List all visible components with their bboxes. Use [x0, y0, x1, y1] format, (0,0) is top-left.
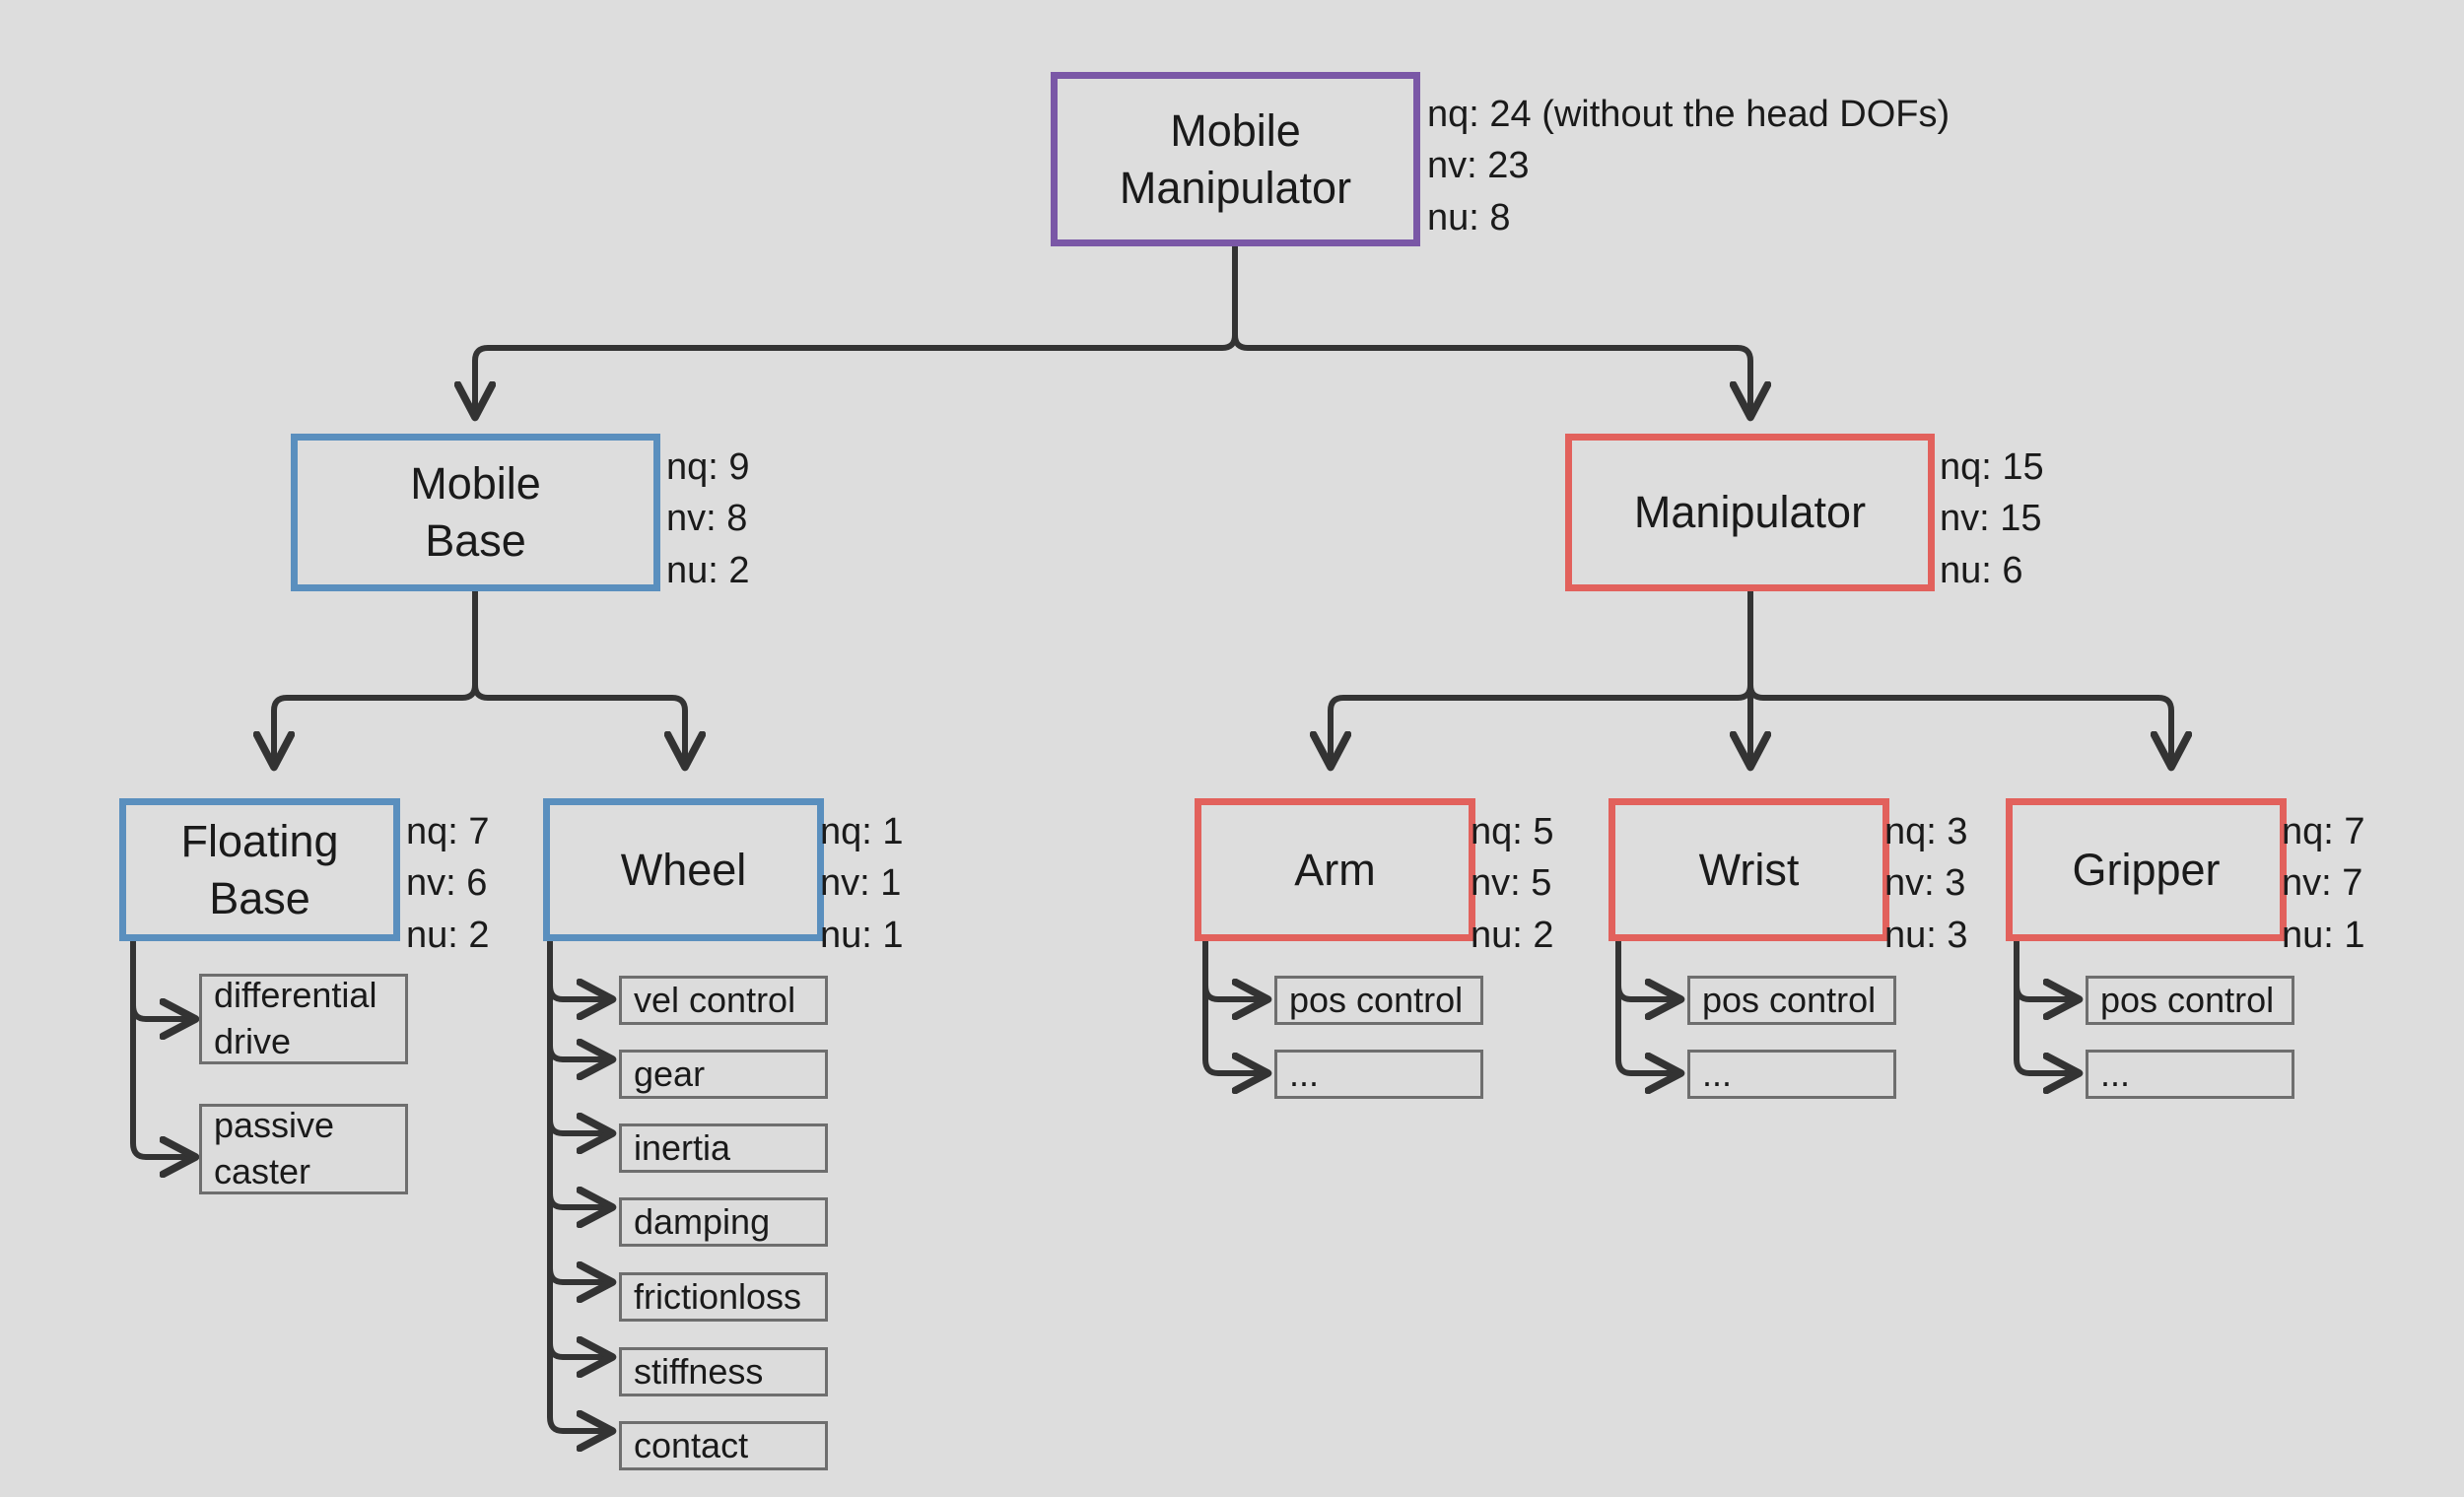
- leaf-wheel-inertia[interactable]: inertia: [619, 1123, 828, 1173]
- leaf-wheel-gear[interactable]: gear: [619, 1050, 828, 1099]
- leaf-label: pos control: [1702, 979, 1877, 1020]
- edge-wrist-to-leaf-0: [1615, 938, 1677, 999]
- leaf-label: vel control: [634, 979, 796, 1020]
- edge-gripper-to-leaf-1: [2014, 938, 2076, 1073]
- node-mobile-manipulator[interactable]: Mobile Manipulator: [1051, 72, 1420, 246]
- edge-wheel-to-leaf-0: [547, 938, 609, 999]
- leaf-label: passive caster: [214, 1105, 335, 1191]
- edge-root-to-mobile-base: [475, 243, 1238, 414]
- node-wrist[interactable]: Wrist: [1608, 798, 1889, 941]
- edge-wheel-to-leaf-1: [547, 938, 609, 1059]
- edge-wheel-to-leaf-3: [547, 938, 609, 1207]
- node-floating-base-label: Floating Base: [180, 815, 339, 923]
- leaf-wheel-vel-control[interactable]: vel control: [619, 976, 828, 1025]
- edge-wheel-to-leaf-4: [547, 938, 609, 1282]
- node-gripper-label: Gripper: [2072, 844, 2221, 895]
- leaf-label: inertia: [634, 1126, 731, 1168]
- edge-mobile-base-to-floating-base: [274, 588, 478, 764]
- node-arm-label: Arm: [1294, 844, 1376, 895]
- leaf-label: pos control: [1289, 979, 1464, 1020]
- leaf-wrist-more[interactable]: ...: [1687, 1050, 1896, 1099]
- edge-mobile-base-to-wheel: [472, 588, 685, 764]
- leaf-label: gear: [634, 1053, 706, 1094]
- leaf-wrist-pos-control[interactable]: pos control: [1687, 976, 1896, 1025]
- leaf-arm-pos-control[interactable]: pos control: [1274, 976, 1483, 1025]
- node-mobile-base-label: Mobile Base: [410, 458, 541, 566]
- node-gripper[interactable]: Gripper: [2006, 798, 2287, 941]
- edge-arm-to-leaf-1: [1202, 938, 1265, 1073]
- node-manipulator-stats: nq: 15 nv: 15 nu: 6: [1940, 446, 2044, 591]
- leaf-label: stiffness: [634, 1350, 764, 1392]
- leaf-label: ...: [1702, 1053, 1733, 1094]
- leaf-wheel-stiffness[interactable]: stiffness: [619, 1347, 828, 1396]
- node-floating-base[interactable]: Floating Base: [119, 798, 400, 941]
- edge-root-to-manipulator: [1232, 243, 1750, 414]
- edge-wrist-to-leaf-1: [1615, 938, 1677, 1073]
- leaf-wheel-frictionloss[interactable]: frictionloss: [619, 1272, 828, 1322]
- node-arm-stats: nq: 5 nv: 5 nu: 2: [1471, 811, 1554, 956]
- leaf-label: ...: [1289, 1053, 1320, 1094]
- leaf-gripper-pos-control[interactable]: pos control: [2086, 976, 2294, 1025]
- edge-floating-base-to-leaf-1: [130, 938, 192, 1157]
- leaf-wheel-damping[interactable]: damping: [619, 1197, 828, 1247]
- edge-manipulator-to-arm: [1331, 588, 1753, 764]
- node-floating-base-stats: nq: 7 nv: 6 nu: 2: [406, 811, 490, 956]
- leaf-wheel-contact[interactable]: contact: [619, 1421, 828, 1470]
- leaf-floating-base-passive-caster[interactable]: passive caster: [199, 1104, 408, 1194]
- node-wheel-label: Wheel: [620, 844, 747, 895]
- leaf-label: ...: [2100, 1053, 2131, 1094]
- edge-wheel-to-leaf-6: [547, 938, 609, 1431]
- node-manipulator-label: Manipulator: [1633, 487, 1867, 538]
- leaf-gripper-more[interactable]: ...: [2086, 1050, 2294, 1099]
- leaf-floating-base-differential-drive[interactable]: differential drive: [199, 974, 408, 1064]
- edge-gripper-to-leaf-0: [2014, 938, 2076, 999]
- edge-wheel-to-leaf-5: [547, 938, 609, 1357]
- edge-arm-to-leaf-0: [1202, 938, 1265, 999]
- node-mobile-base-stats: nq: 9 nv: 8 nu: 2: [666, 446, 750, 591]
- node-wrist-label: Wrist: [1698, 844, 1800, 895]
- node-arm[interactable]: Arm: [1195, 798, 1475, 941]
- leaf-label: pos control: [2100, 979, 2275, 1020]
- leaf-label: damping: [634, 1200, 771, 1242]
- node-wheel[interactable]: Wheel: [543, 798, 824, 941]
- leaf-label: frictionloss: [634, 1275, 802, 1317]
- node-mobile-base[interactable]: Mobile Base: [291, 434, 660, 591]
- leaf-arm-more[interactable]: ...: [1274, 1050, 1483, 1099]
- node-mobile-manipulator-label: Mobile Manipulator: [1119, 104, 1352, 213]
- edge-manipulator-to-gripper: [1747, 588, 2171, 764]
- leaf-label: contact: [634, 1424, 749, 1465]
- edge-floating-base-to-leaf-0: [130, 938, 192, 1019]
- node-wheel-stats: nq: 1 nv: 1 nu: 1: [820, 811, 904, 956]
- edge-wheel-to-leaf-2: [547, 938, 609, 1133]
- node-wrist-stats: nq: 3 nv: 3 nu: 3: [1884, 811, 1968, 956]
- leaf-label: differential drive: [214, 975, 377, 1061]
- node-gripper-stats: nq: 7 nv: 7 nu: 1: [2282, 811, 2365, 956]
- node-manipulator[interactable]: Manipulator: [1565, 434, 1935, 591]
- node-mobile-manipulator-stats: nq: 24 (without the head DOFs) nv: 23 nu…: [1427, 94, 1951, 238]
